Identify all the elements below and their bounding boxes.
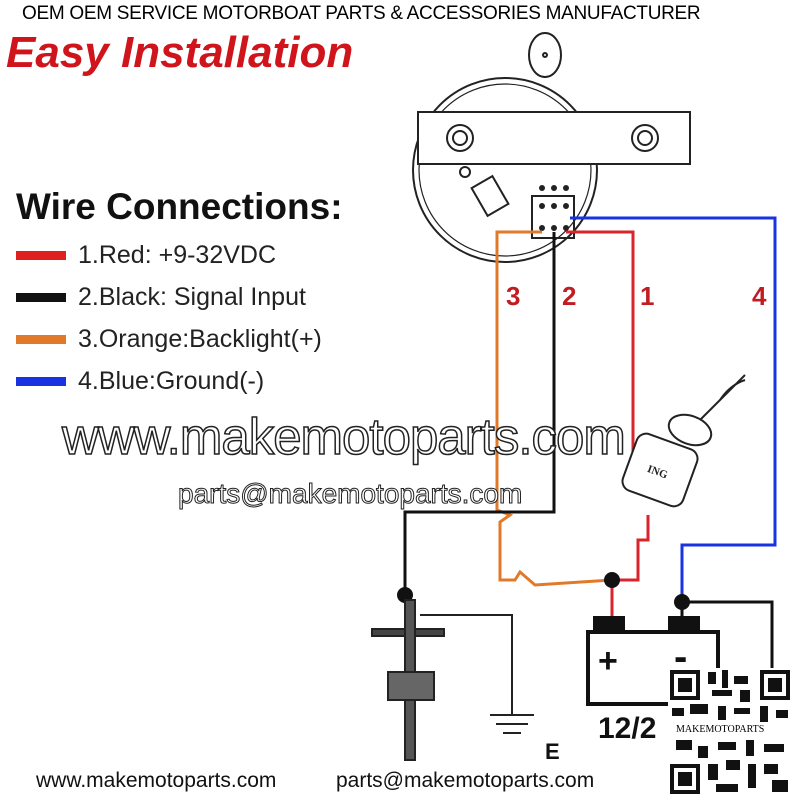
orange-swatch [16, 334, 66, 344]
black-ground-wire [680, 600, 774, 700]
black-signal-wire [403, 232, 556, 595]
legend-label: 4.Blue:Ground(-) [78, 367, 265, 395]
page-title: Easy Installation [6, 28, 354, 77]
watermark-email: parts@makemotoparts.com [177, 478, 523, 510]
red-swatch [16, 250, 66, 260]
legend-label: 1.Red: +9-32VDC [78, 241, 277, 269]
red-wire-lower [610, 515, 650, 620]
blue-swatch [16, 376, 66, 386]
ignition-switch: ING [621, 374, 746, 508]
battery-plus: + [598, 642, 618, 680]
qr-label: MAKEMOTOPARTS [674, 724, 767, 735]
wire-number-1: 1 [640, 281, 654, 311]
wire-number-3: 3 [506, 281, 520, 311]
ground-label: E [545, 739, 560, 764]
legend-label: 2.Black: Signal Input [78, 283, 306, 311]
black-swatch [16, 292, 66, 302]
qr-pattern [670, 670, 790, 794]
wire-number-2: 2 [562, 281, 576, 311]
fuel-sender [371, 599, 534, 761]
wire-number-4: 4 [752, 281, 767, 311]
legend-item-black: 2.Black: Signal Input [16, 282, 306, 312]
battery-voltage: 12/2 [598, 712, 656, 745]
footer-email: parts@makemotoparts.com [336, 769, 595, 792]
legend-item-orange: 3.Orange:Backlight(+) [16, 324, 322, 354]
red-wire [566, 230, 635, 470]
banner-text: OEM OEM SERVICE MOTORBOAT PARTS & ACCESS… [22, 3, 701, 24]
gauge-back [412, 32, 691, 263]
legend-item-red: 1.Red: +9-32VDC [16, 240, 276, 270]
blue-wire [570, 216, 777, 602]
qr-code: MAKEMOTOPARTS [668, 668, 792, 796]
junction-dots [397, 572, 690, 610]
wire-connections-heading: Wire Connections: [16, 186, 343, 227]
orange-wire [495, 230, 613, 587]
watermark-site: www.makemotoparts.com [61, 407, 626, 466]
footer-site: www.makemotoparts.com [36, 769, 277, 792]
legend-item-blue: 4.Blue:Ground(-) [16, 366, 264, 396]
legend-label: 3.Orange:Backlight(+) [78, 325, 322, 353]
